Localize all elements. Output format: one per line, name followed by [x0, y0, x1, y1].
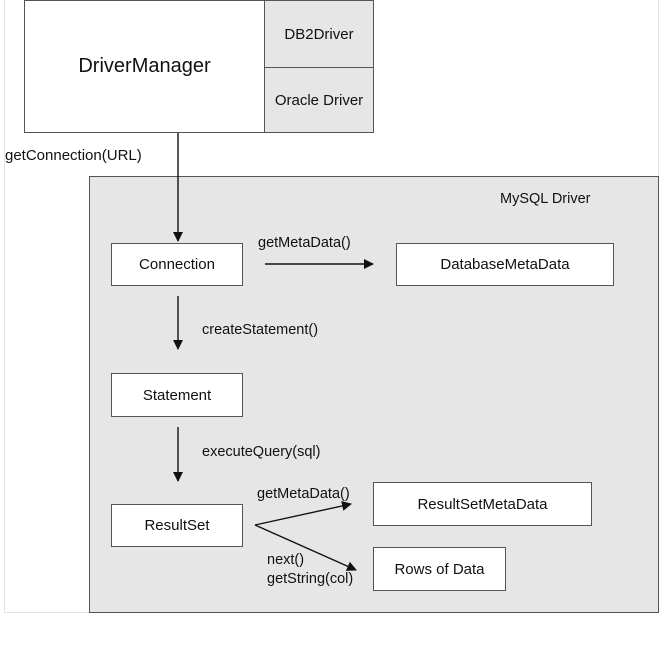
statement-box: Statement — [111, 373, 243, 417]
rows-of-data-label: Rows of Data — [394, 560, 485, 578]
create-statement-label: createStatement() — [202, 322, 319, 338]
resultset-metadata-box: ResultSetMetaData — [373, 482, 592, 526]
oracle-driver-label: Oracle Driver — [274, 91, 364, 109]
oracle-driver-box: Oracle Driver — [264, 67, 374, 133]
resultset-label: ResultSet — [144, 517, 210, 534]
get-connection-label: getConnection(URL) — [5, 147, 142, 164]
resultset-box: ResultSet — [111, 504, 243, 547]
resultset-to-metadata-arrow — [254, 501, 352, 526]
next-label: next() — [267, 552, 305, 568]
db2-driver-label: DB2Driver — [284, 25, 354, 43]
rows-of-data-box: Rows of Data — [373, 547, 506, 591]
connection-label: Connection — [139, 256, 215, 273]
mysql-driver-title: MySQL Driver — [500, 191, 591, 207]
database-metadata-label: DatabaseMetaData — [440, 256, 570, 273]
db2-driver-box: DB2Driver — [264, 0, 374, 68]
connection-box: Connection — [111, 243, 243, 286]
get-metadata-connection-label: getMetaData() — [258, 235, 351, 251]
database-metadata-box: DatabaseMetaData — [396, 243, 614, 286]
resultset-metadata-label: ResultSetMetaData — [417, 495, 548, 513]
get-string-label: getString(col) — [267, 571, 354, 587]
resultset-to-rows-arrow — [254, 524, 357, 571]
driver-manager-box: DriverManager — [24, 0, 265, 133]
driver-manager-title: DriverManager — [78, 55, 211, 77]
execute-query-label: executeQuery(sql) — [202, 444, 321, 460]
get-metadata-resultset-label: getMetaData() — [257, 486, 350, 502]
statement-label: Statement — [142, 386, 212, 404]
